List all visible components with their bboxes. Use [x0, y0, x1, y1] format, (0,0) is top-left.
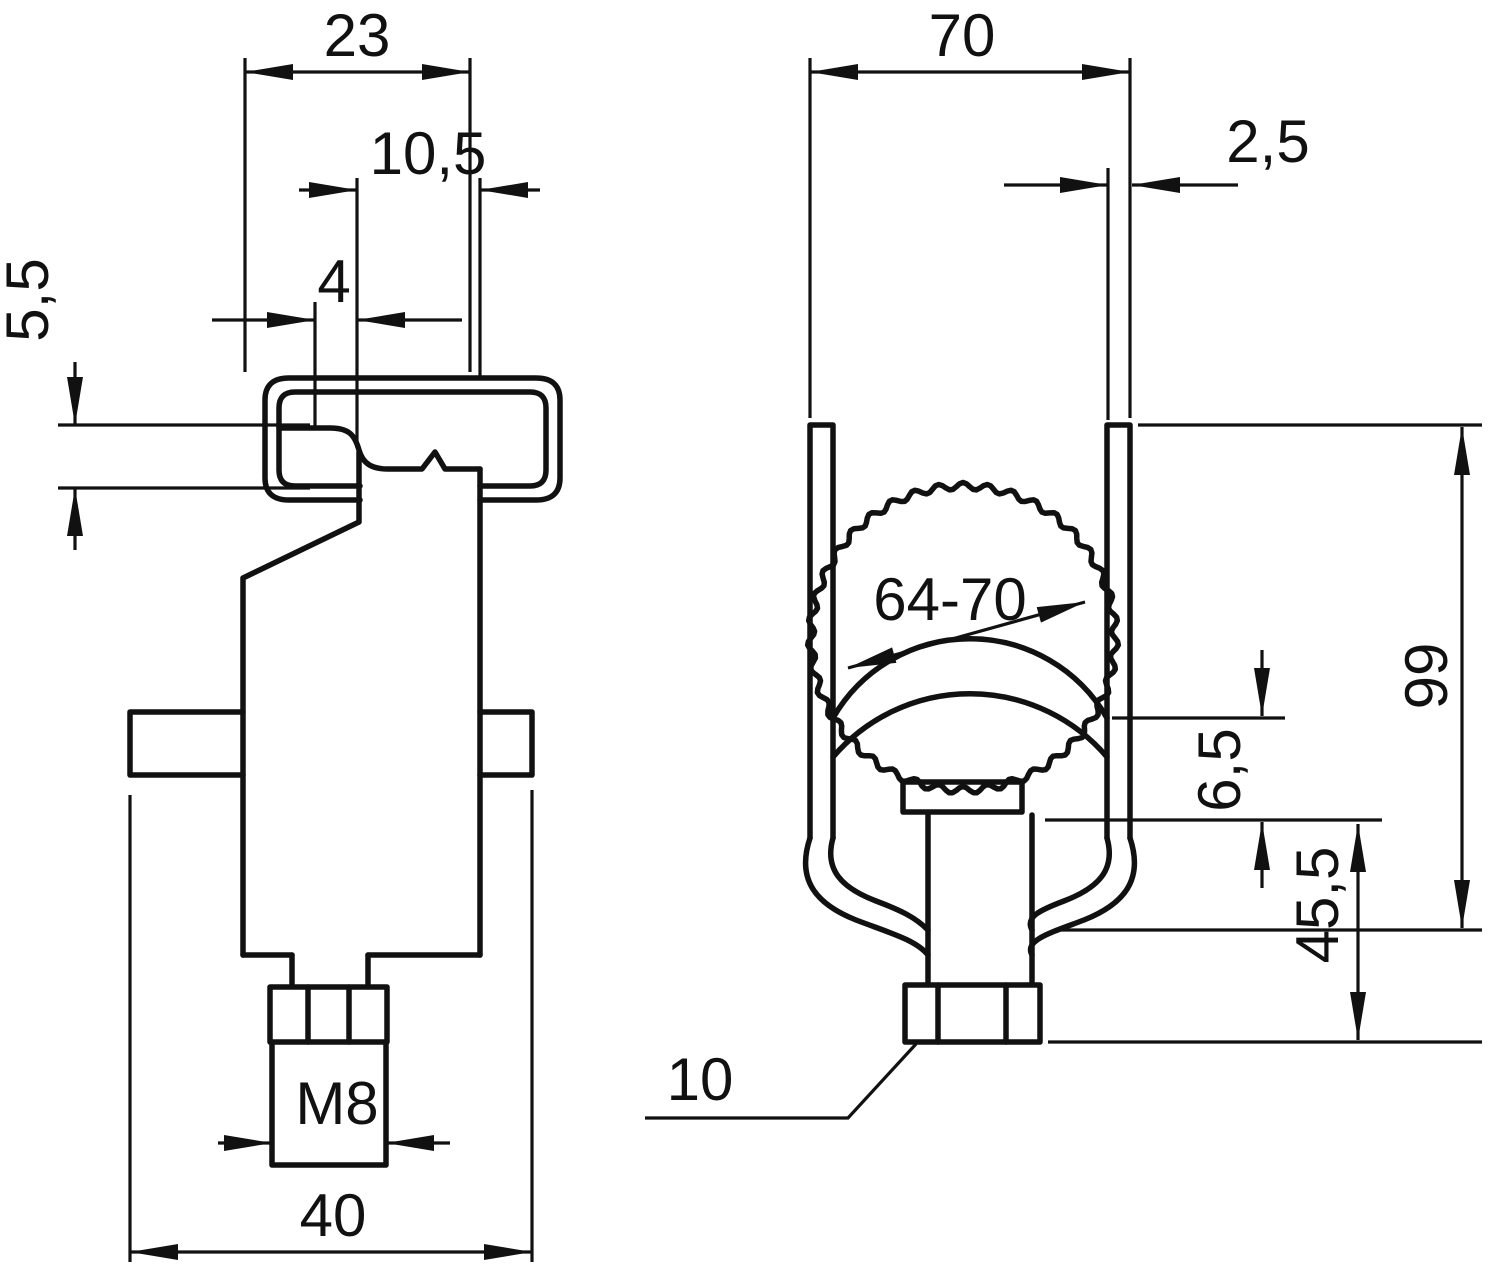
- dim-tongue-width-label: 4: [317, 248, 350, 315]
- front-view: 70 2,5 64-70 99 6,5: [645, 2, 1482, 1120]
- dim-material-thickness-label: 2,5: [1226, 108, 1309, 175]
- dim-material-thickness: 2,5: [1004, 108, 1310, 420]
- clip-head-outer: [262, 375, 563, 503]
- dim-tongue-width: 4: [212, 248, 462, 430]
- right-mounting-tab: [477, 709, 535, 778]
- lower-body-outer: [802, 835, 1138, 958]
- stud-neck-side: [289, 952, 371, 990]
- dim-slot-offset: 10,5: [299, 120, 540, 448]
- dim-outer-width: 70: [808, 2, 1132, 418]
- dim-saddle-depth-extensions: [1045, 716, 1382, 822]
- lower-body-inner: [828, 835, 1112, 933]
- hex-nut-side: [267, 984, 390, 1045]
- dim-slot-offset-label: 10,5: [370, 120, 487, 187]
- dim-base-width-extensions: [128, 790, 534, 1262]
- dim-slot-offset-extensions: [355, 178, 482, 448]
- dim-lip-height-label: 5,5: [0, 258, 61, 341]
- dim-saddle-depth: 6,5: [1045, 650, 1382, 888]
- dim-base-width-label: 40: [300, 1182, 367, 1249]
- dim-hex-width-label: 10: [667, 1046, 734, 1113]
- dim-outer-width-extensions: [808, 58, 1132, 418]
- dim-lip-height-extensions: [58, 423, 310, 490]
- dim-head-width-label: 23: [324, 2, 391, 69]
- stud-front: [925, 812, 1035, 988]
- dim-head-width: 23: [243, 2, 472, 372]
- dim-clamp-range-line: [847, 600, 1086, 670]
- dim-saddle-depth-label: 6,5: [1186, 728, 1253, 811]
- left-mounting-tab: [127, 709, 246, 778]
- cable-circle: [804, 479, 1122, 796]
- dim-hex-width: 10: [645, 1042, 918, 1120]
- saddle-upper-arc: [830, 635, 1110, 721]
- dim-lip-height: 5,5: [0, 258, 310, 550]
- right-wall: [1104, 422, 1133, 841]
- dim-height: 99: [1060, 423, 1482, 932]
- dim-outer-width-label: 70: [929, 2, 996, 69]
- dim-lower-height-label: 45,5: [1284, 847, 1351, 964]
- dim-thread-label: M8: [295, 1070, 378, 1137]
- dim-base-width: 40: [128, 790, 534, 1262]
- dim-thread: M8: [218, 1070, 450, 1151]
- saddle-lower-arc: [830, 691, 1110, 760]
- dim-lower-height: 45,5: [1048, 824, 1482, 1044]
- hex-nut-front: [902, 982, 1043, 1045]
- clip-tongue-profile: [276, 425, 483, 472]
- side-view: 23 10,5 4 5,5 M8: [0, 2, 563, 1262]
- clip-head-inner: [276, 389, 549, 489]
- dim-height-label: 99: [1393, 643, 1460, 710]
- hex-nut-facets-side: [305, 984, 352, 1045]
- hex-nut-facets-front: [935, 982, 1009, 1045]
- dim-clamp-range: 64-70: [847, 566, 1086, 670]
- left-wall: [807, 422, 836, 841]
- dim-hex-width-leader: [645, 1042, 918, 1120]
- dim-clamp-range-label: 64-70: [873, 566, 1026, 633]
- body-left-edge: [240, 449, 362, 958]
- dim-height-extensions: [1060, 423, 1482, 932]
